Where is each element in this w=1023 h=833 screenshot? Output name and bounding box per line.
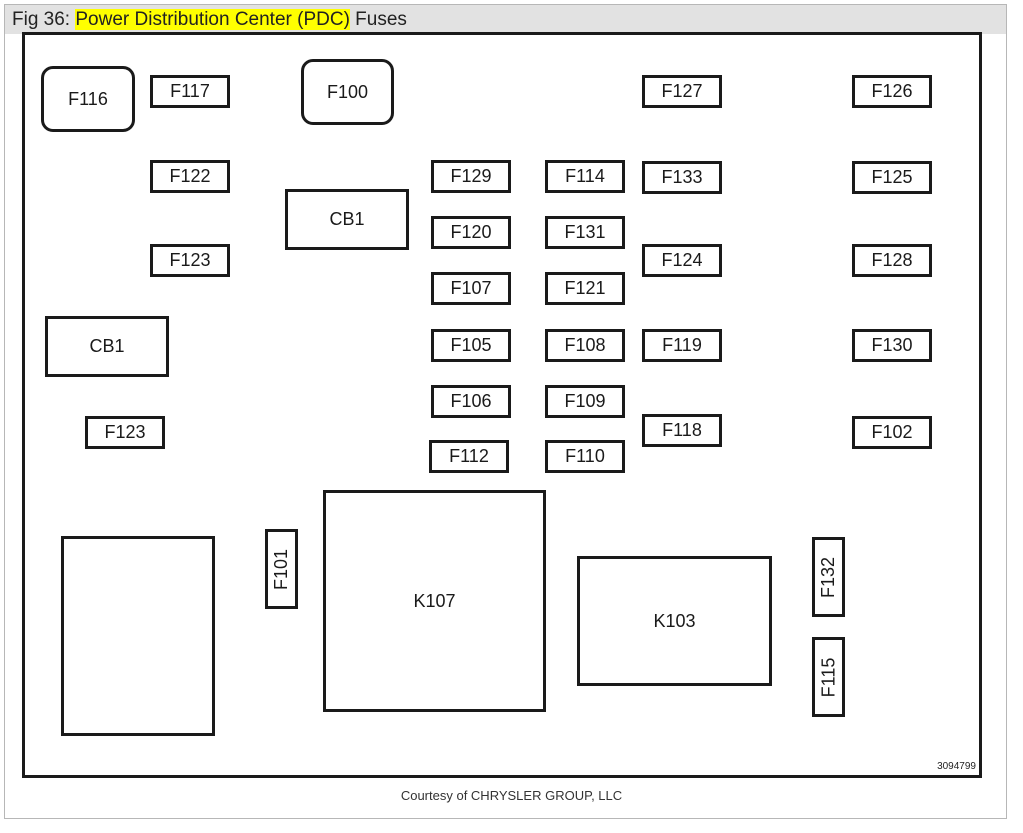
fuse-label: F118 <box>662 420 702 440</box>
fuse-f132: F132 <box>812 537 845 617</box>
fuse-f133: F133 <box>642 161 722 194</box>
relay-k103: K103 <box>577 556 772 686</box>
fuse-f127: F127 <box>642 75 722 108</box>
fuse-f123-top: F123 <box>150 244 230 277</box>
fuse-label: F112 <box>449 446 489 466</box>
fuse-label: F122 <box>169 166 211 186</box>
fuse-label: F100 <box>326 81 369 102</box>
fuse-f125: F125 <box>852 161 932 194</box>
caption-prefix: Fig 36: <box>12 9 76 30</box>
fuse-label: F121 <box>564 278 606 298</box>
fuse-f131: F131 <box>545 216 625 249</box>
caption-suffix: Fuses <box>349 9 407 30</box>
fuse-f112: F112 <box>429 440 509 473</box>
fuse-label: F115 <box>818 657 839 697</box>
fuse-f120: F120 <box>431 216 511 249</box>
fuse-label: F120 <box>450 222 492 242</box>
fuse-f121: F121 <box>545 272 625 305</box>
fuse-label: F129 <box>450 166 492 186</box>
fuse-label: F126 <box>871 81 913 101</box>
fuse-f118: F118 <box>642 414 722 447</box>
fuse-label: F119 <box>662 335 702 355</box>
fuse-f102: F102 <box>852 416 932 449</box>
fuse-label: F108 <box>564 335 606 355</box>
fuse-label: F107 <box>450 278 492 298</box>
fuse-label: CB1 <box>89 336 125 356</box>
fuse-label: F117 <box>170 81 210 101</box>
fuse-label: F106 <box>450 391 492 411</box>
fuse-label: F105 <box>450 335 492 355</box>
fuse-f128: F128 <box>852 244 932 277</box>
fuse-label: F109 <box>564 391 606 411</box>
fuse-label: F133 <box>661 167 703 187</box>
fuse-f126: F126 <box>852 75 932 108</box>
caption-highlight: Power Distribution Center (PDC) <box>75 9 350 30</box>
fuse-label: F102 <box>871 422 913 442</box>
pdc-diagram: F116 F117 F100 F127 F126 F122 F129 F114 … <box>22 32 982 778</box>
fuse-f101: F101 <box>265 529 298 609</box>
fuse-label: F114 <box>565 166 605 186</box>
fuse-f116: F116 <box>41 66 135 132</box>
fuse-label: F125 <box>871 167 913 187</box>
circuit-breaker-cb1-top: CB1 <box>285 189 409 250</box>
fuse-f115: F115 <box>812 637 845 717</box>
fuse-f122: F122 <box>150 160 230 193</box>
image-credit: Courtesy of CHRYSLER GROUP, LLC <box>400 788 623 803</box>
fuse-f110: F110 <box>545 440 625 473</box>
fuse-f124: F124 <box>642 244 722 277</box>
fuse-label: F123 <box>104 422 146 442</box>
fuse-f105: F105 <box>431 329 511 362</box>
fuse-label: F128 <box>871 250 913 270</box>
fuse-f106: F106 <box>431 385 511 418</box>
relay-k107: K107 <box>323 490 546 712</box>
fuse-label: F131 <box>564 222 606 242</box>
fuse-f109: F109 <box>545 385 625 418</box>
fuse-f123-left: F123 <box>85 416 165 449</box>
part-number: 3094799 <box>937 761 976 772</box>
fuse-f119: F119 <box>642 329 722 362</box>
fuse-label: F132 <box>818 556 838 598</box>
fuse-label: F116 <box>68 88 108 109</box>
fuse-label: F130 <box>871 335 913 355</box>
fuse-f107: F107 <box>431 272 511 305</box>
fuse-label: CB1 <box>329 209 365 229</box>
fuse-label: F123 <box>169 250 211 270</box>
fuse-label: F124 <box>661 250 703 270</box>
fuse-f108: F108 <box>545 329 625 362</box>
blank-component <box>61 536 215 736</box>
fuse-f100: F100 <box>301 59 394 125</box>
fuse-label: F110 <box>565 446 605 466</box>
relay-label: K103 <box>653 610 696 631</box>
fuse-f117: F117 <box>150 75 230 108</box>
fuse-f130: F130 <box>852 329 932 362</box>
fuse-f129: F129 <box>431 160 511 193</box>
figure-caption: Fig 36: Power Distribution Center (PDC) … <box>5 5 1006 34</box>
fuse-label: F101 <box>271 548 291 590</box>
relay-label: K107 <box>413 590 456 611</box>
fuse-f114: F114 <box>545 160 625 193</box>
circuit-breaker-cb1-left: CB1 <box>45 316 169 377</box>
fuse-label: F127 <box>661 81 703 101</box>
